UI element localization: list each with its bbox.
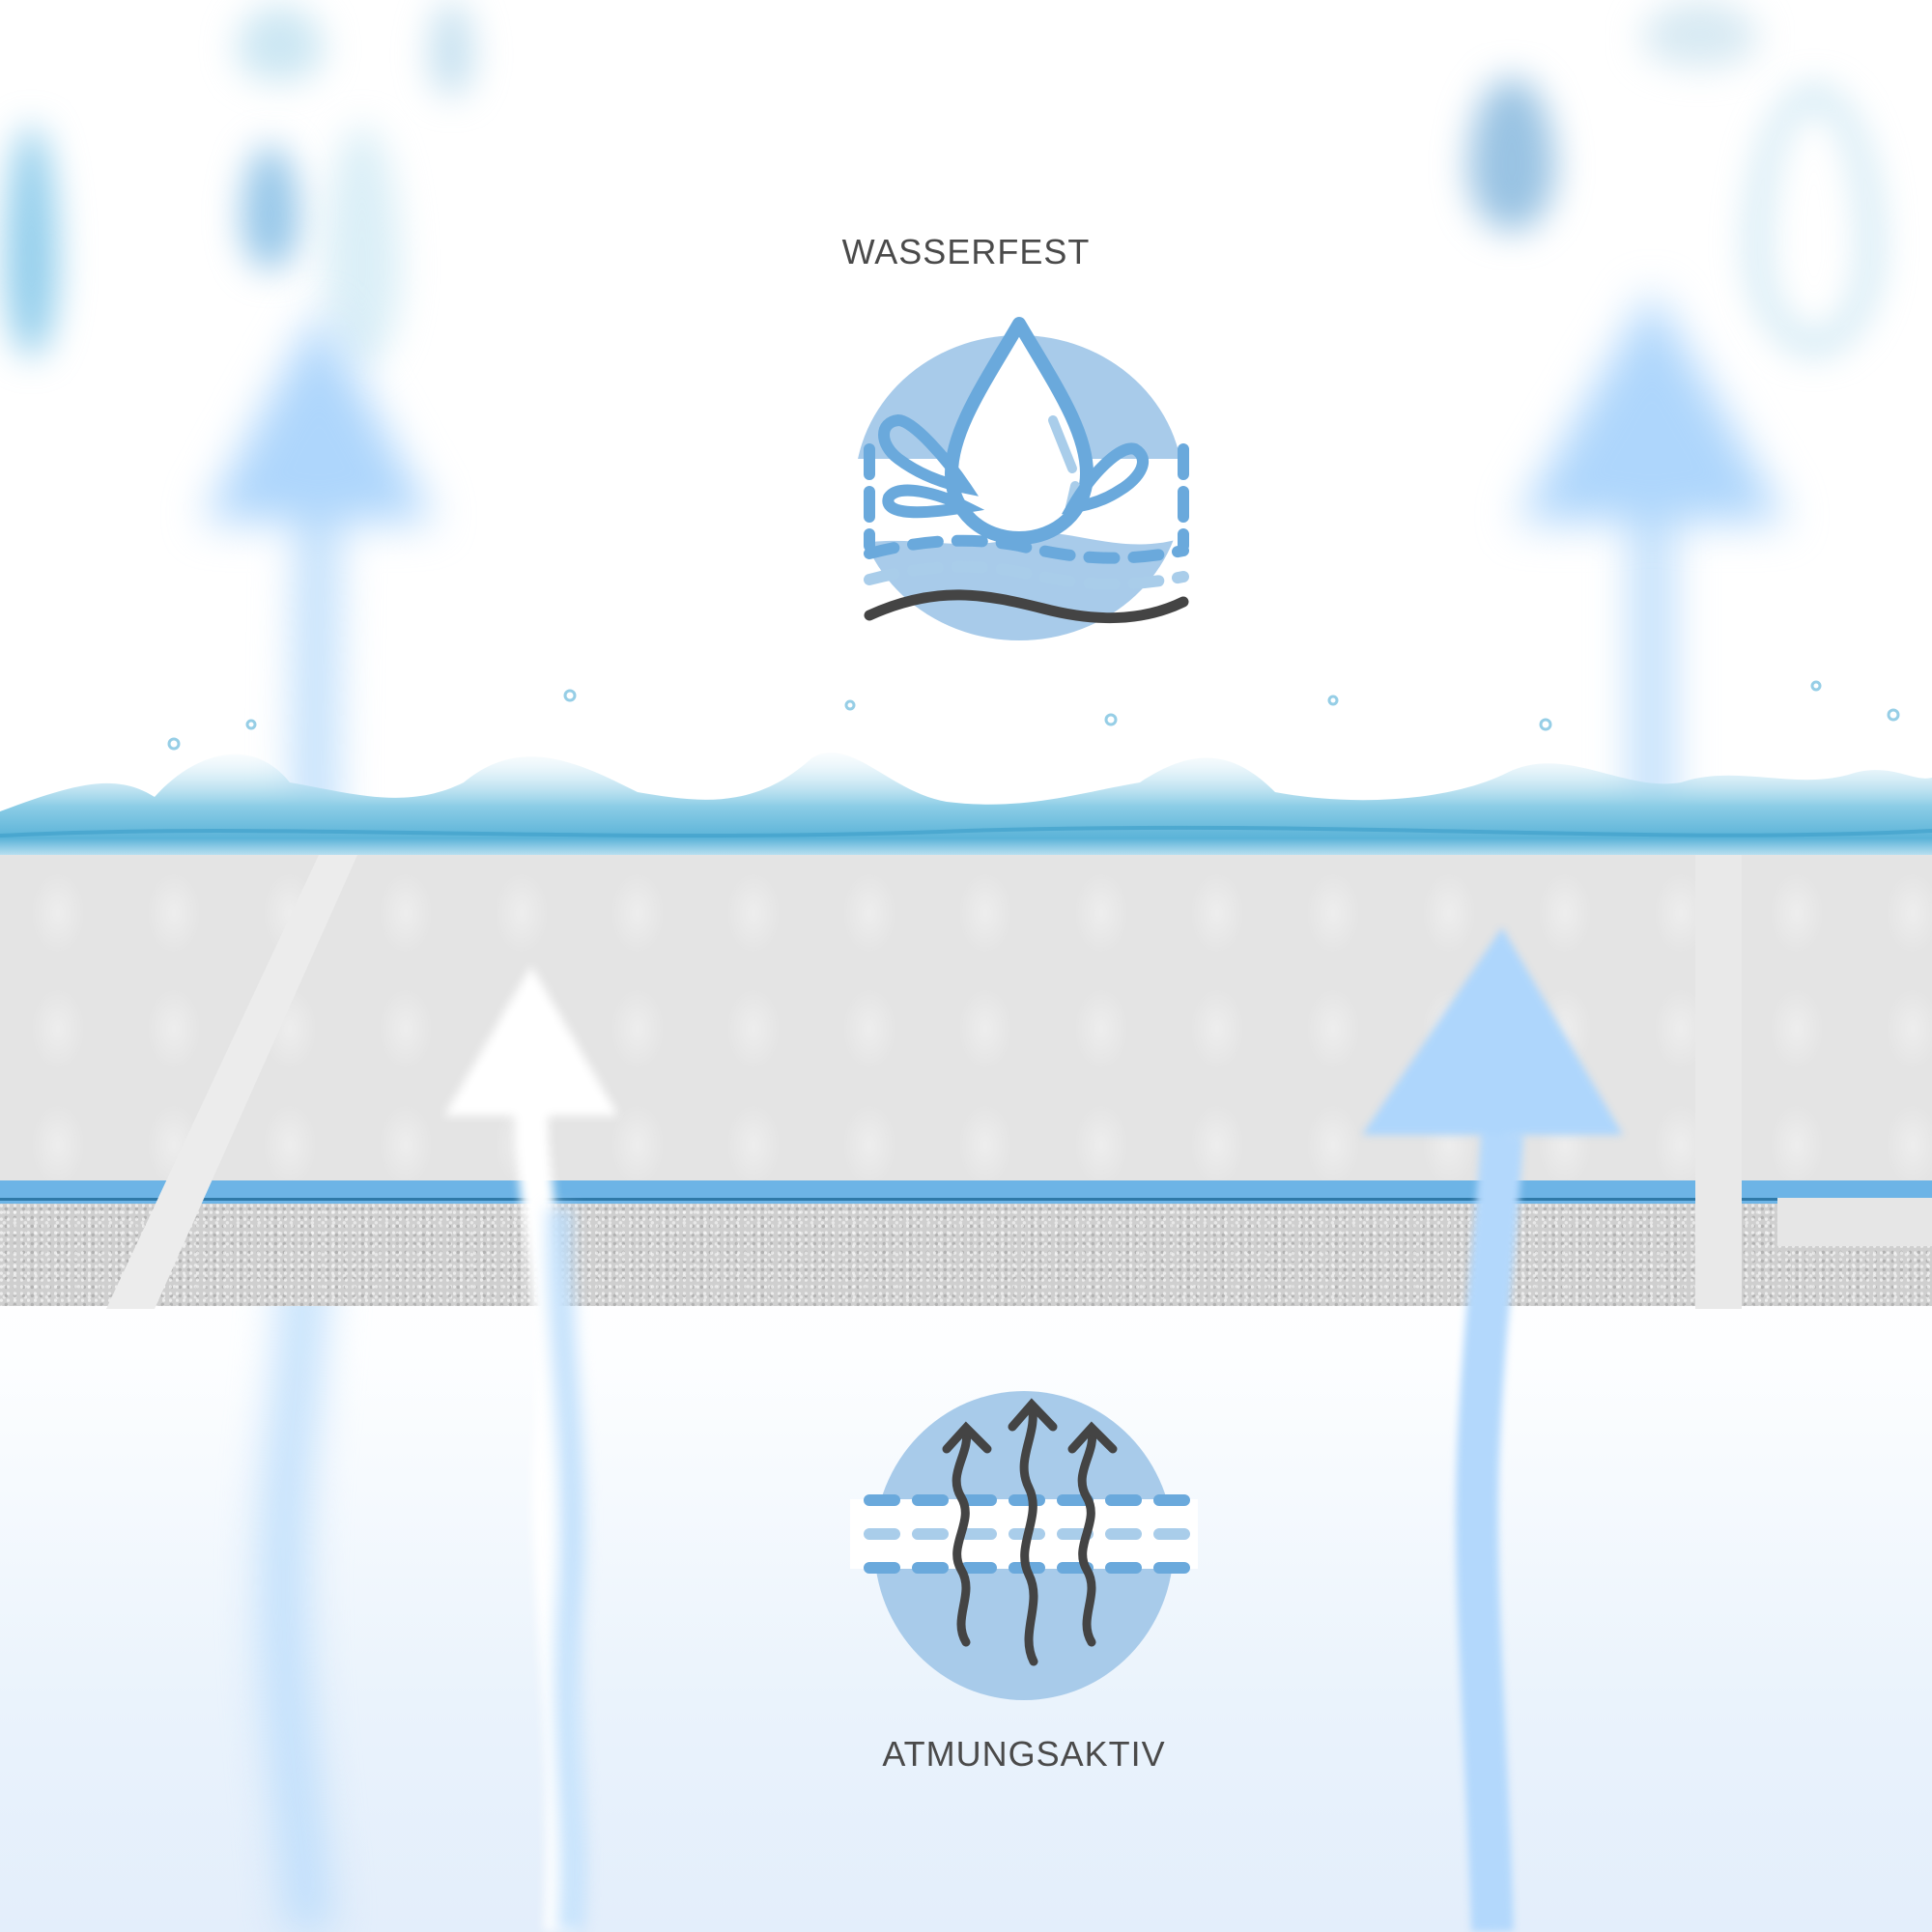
- blurred-raindrop-1: [5, 126, 58, 357]
- corner-label-patch: [1777, 1198, 1932, 1246]
- blurred-raindrop-4: [430, 0, 473, 97]
- blurred-raindrop-2: [242, 145, 299, 270]
- blurred-raindrop-6: [1468, 77, 1555, 232]
- blue-airflow-arrow: [1362, 927, 1623, 1932]
- light-airflow-trail-left: [547, 1208, 585, 1932]
- airflow-arrows-fabric-icon: [850, 1391, 1198, 1700]
- water-splash: [0, 680, 1932, 860]
- blue-piping-edge: [0, 1180, 1932, 1206]
- waterproof-label: WASSERFEST: [841, 232, 1091, 271]
- blurred-raindrop-7: [1642, 0, 1758, 68]
- breathable-label: ATMUNGSAKTIV: [882, 1734, 1166, 1774]
- terry-bottom-layer: [0, 1204, 1932, 1306]
- water-drop-splash-fabric-icon: [850, 317, 1189, 640]
- elastic-strap-right: [1695, 855, 1742, 1309]
- blurred-raindrop-3: [237, 5, 324, 82]
- piping-seam: [0, 1198, 1932, 1201]
- elastic-strap-left: [106, 855, 357, 1309]
- blurred-raindrop-5: [324, 126, 401, 367]
